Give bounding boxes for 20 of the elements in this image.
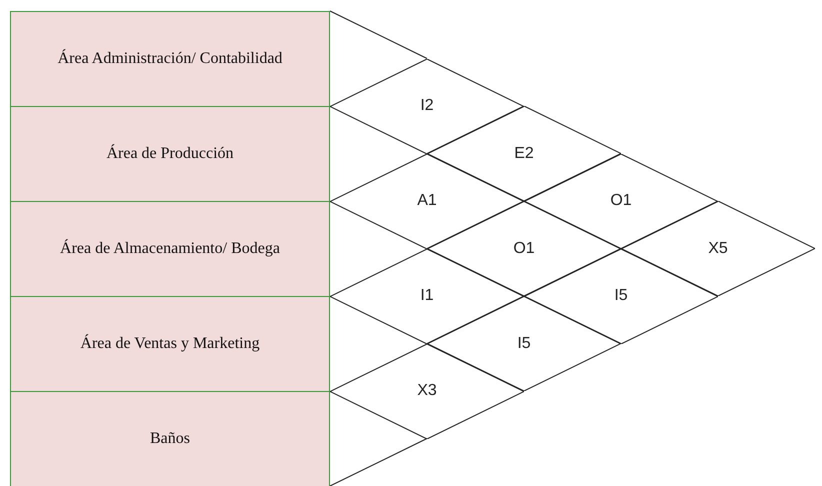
relationship-code: E2 xyxy=(514,144,534,164)
area-label: Área de Ventas y Marketing xyxy=(80,333,260,354)
area-box xyxy=(10,201,330,297)
area-box xyxy=(10,391,330,486)
relationship-code: I5 xyxy=(517,334,531,354)
relationship-code: X5 xyxy=(708,238,728,258)
area-label: Área de Producción xyxy=(106,143,234,164)
area-box xyxy=(10,11,330,107)
area-box xyxy=(10,106,330,202)
relationship-code: O1 xyxy=(610,191,632,211)
area-label: Baños xyxy=(150,429,190,449)
area-label: Área Administración/ Contabilidad xyxy=(58,48,282,69)
relationship-code: X3 xyxy=(417,381,437,401)
relationship-code: I1 xyxy=(420,286,434,306)
relationship-code: A1 xyxy=(417,191,437,211)
relationship-code: I5 xyxy=(614,286,628,306)
area-box xyxy=(10,296,330,392)
relationship-code: I2 xyxy=(420,96,434,116)
relationship-code: O1 xyxy=(513,238,535,258)
area-label: Área de Almacenamiento/ Bodega xyxy=(60,238,280,259)
